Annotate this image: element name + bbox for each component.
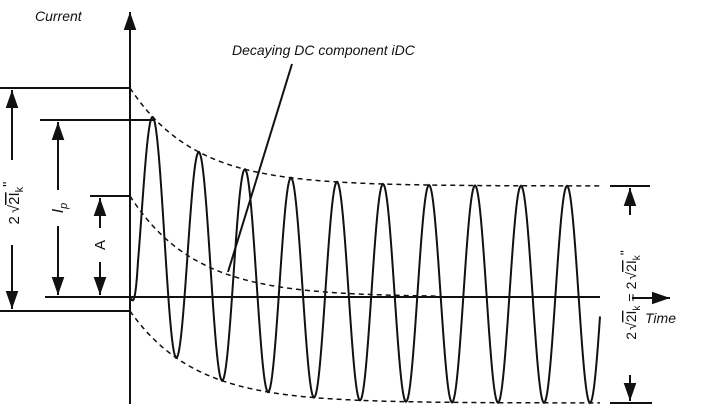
dc-leader-line [227,63,293,273]
y-axis-label: Current [35,8,83,24]
steady-ptp-label: 2√2Ik=2√2Ik" [617,250,643,340]
initial-ptp-label: 2√2Ik" [0,182,26,225]
ip-label: Ip [50,203,70,214]
lower-envelope [129,310,600,404]
x-axis-label: Time [645,310,676,326]
upper-envelope [129,87,600,187]
dc-component-label: Decaying DC component iDC [232,42,416,58]
dc-offset-label: A [92,240,109,250]
current-waveform [129,116,601,405]
dc-component-curve [129,195,440,297]
